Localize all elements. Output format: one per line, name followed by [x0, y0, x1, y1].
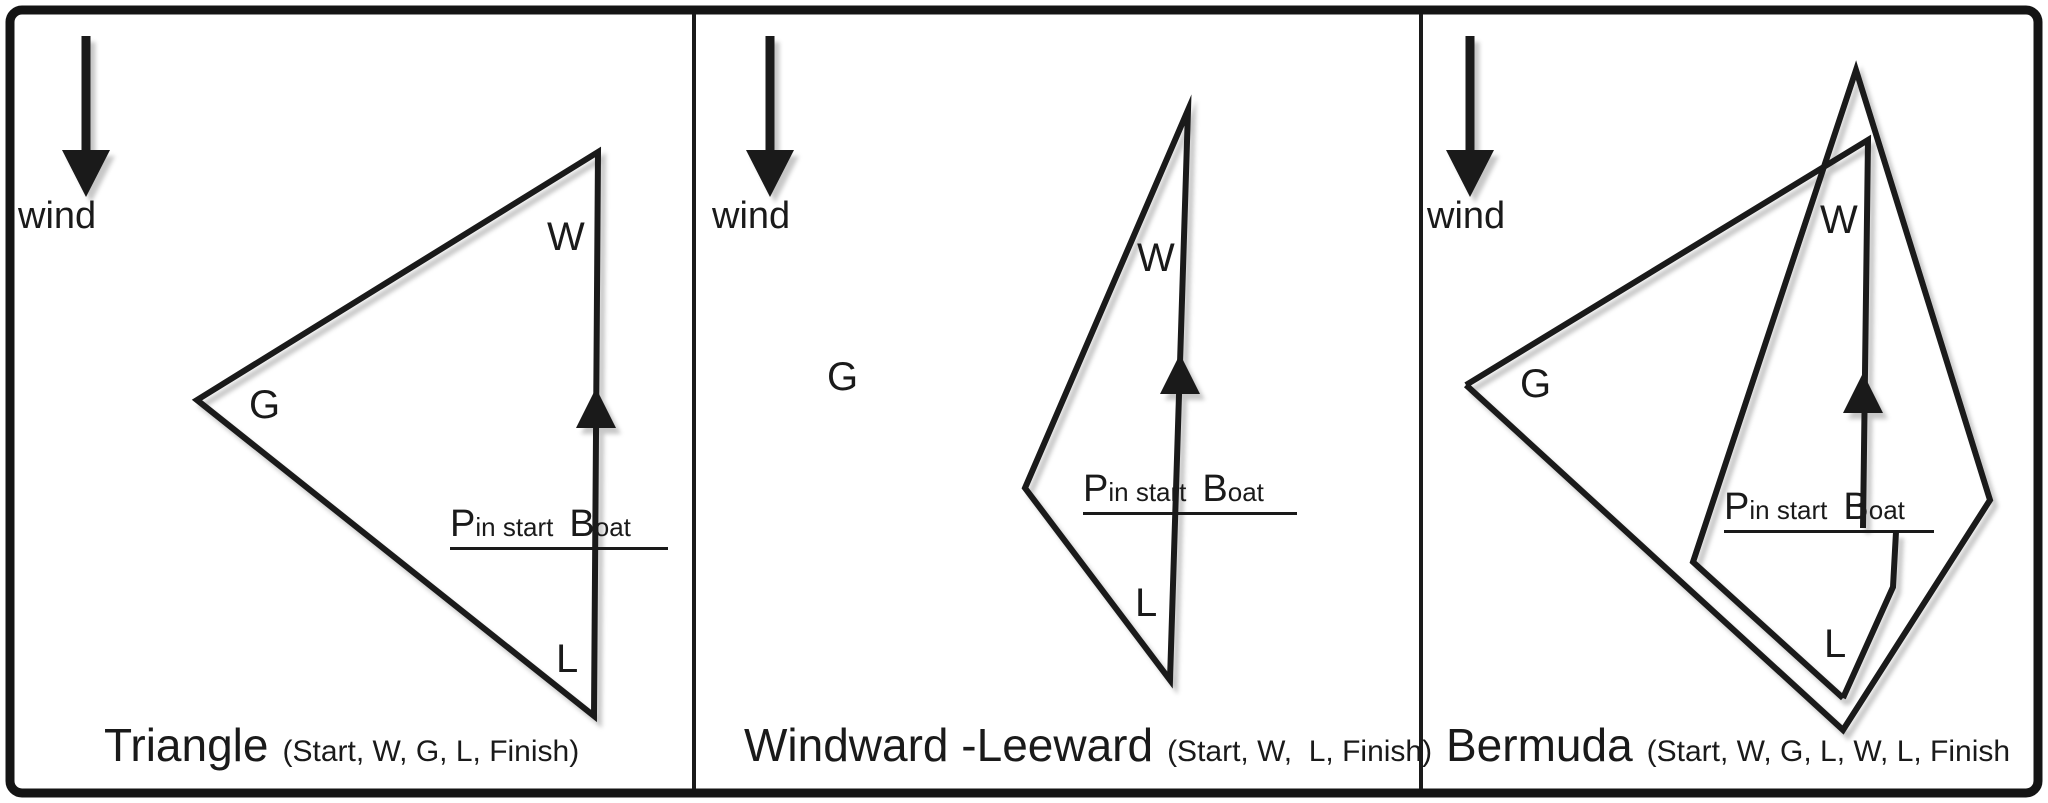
- boat-initial: B: [1843, 486, 1869, 528]
- triangle-gybe-mark-label: G: [249, 383, 281, 427]
- bermuda-course-outline-upper: [1464, 134, 1872, 529]
- windward-leeward-windward-mark-label: W: [1137, 236, 1175, 280]
- windward-leeward-gybe-mark-label: G: [827, 355, 859, 399]
- boat-initial: B: [569, 503, 595, 545]
- bermuda-course-outline-loop: [1463, 60, 1994, 735]
- windward-leeward-start-line-label: Pin start Boat: [1083, 470, 1297, 515]
- windward-leeward-wind-label: wind: [712, 195, 791, 237]
- bermuda-wind-label: wind: [1427, 195, 1506, 237]
- boat-initial: B: [1202, 468, 1228, 510]
- bermuda-caption-detail: (Start, W, G, L, W, L, Finish: [1646, 735, 2011, 768]
- bermuda-start-line-label: Pin start Boat: [1724, 488, 1934, 533]
- triangle-caption: Triangle (Start, W, G, L, Finish): [104, 722, 579, 768]
- diagram-border: [5, 5, 2043, 798]
- pin-initial: P: [1724, 486, 1750, 528]
- boat-rest: oat: [594, 512, 631, 542]
- bermuda-windward-mark-label: W: [1820, 198, 1858, 242]
- boat-direction-arrow-icon: [1843, 373, 1883, 413]
- windward-leeward-leeward-mark-label: L: [1135, 581, 1158, 625]
- triangle-start-line-label: Pin start Boat: [450, 505, 668, 550]
- triangle-leeward-mark-label: L: [556, 637, 579, 681]
- pin-initial: P: [450, 503, 476, 545]
- triangle-windward-mark-label: W: [547, 215, 585, 259]
- windward-leeward-caption: Windward -Leeward (Start, W, L, Finish): [744, 722, 1432, 768]
- triangle-course-outline: [191, 146, 602, 723]
- boat-rest: oat: [1227, 477, 1264, 507]
- pin-rest: in start: [1749, 495, 1828, 525]
- windward-leeward-caption-title: Windward -Leeward: [744, 719, 1154, 771]
- bermuda-leeward-mark-label: L: [1824, 622, 1847, 666]
- wind-arrowhead-icon: [1446, 150, 1494, 197]
- triangle-caption-title: Triangle: [104, 719, 269, 771]
- bermuda-caption: Bermuda (Start, W, G, L, W, L, Finish: [1446, 722, 2010, 768]
- bermuda-gybe-mark-label: G: [1520, 362, 1552, 406]
- triangle-wind-label: wind: [18, 195, 97, 237]
- boat-direction-arrow-icon: [576, 388, 616, 428]
- pin-rest: in start: [1108, 477, 1187, 507]
- boat-direction-arrow-icon: [1160, 354, 1200, 394]
- pin-initial: P: [1083, 468, 1109, 510]
- boat-rest: oat: [1868, 495, 1905, 525]
- bermuda-caption-title: Bermuda: [1446, 719, 1633, 771]
- wind-arrowhead-icon: [62, 150, 110, 197]
- windward-leeward-caption-detail: (Start, W, L, Finish): [1167, 735, 1433, 768]
- bermuda-course-outline-start-leg: [1840, 531, 1899, 700]
- wind-arrowhead-icon: [746, 150, 794, 197]
- triangle-caption-detail: (Start, W, G, L, Finish): [282, 735, 580, 768]
- windward-leeward-course-outline: [1021, 94, 1192, 689]
- pin-rest: in start: [475, 512, 554, 542]
